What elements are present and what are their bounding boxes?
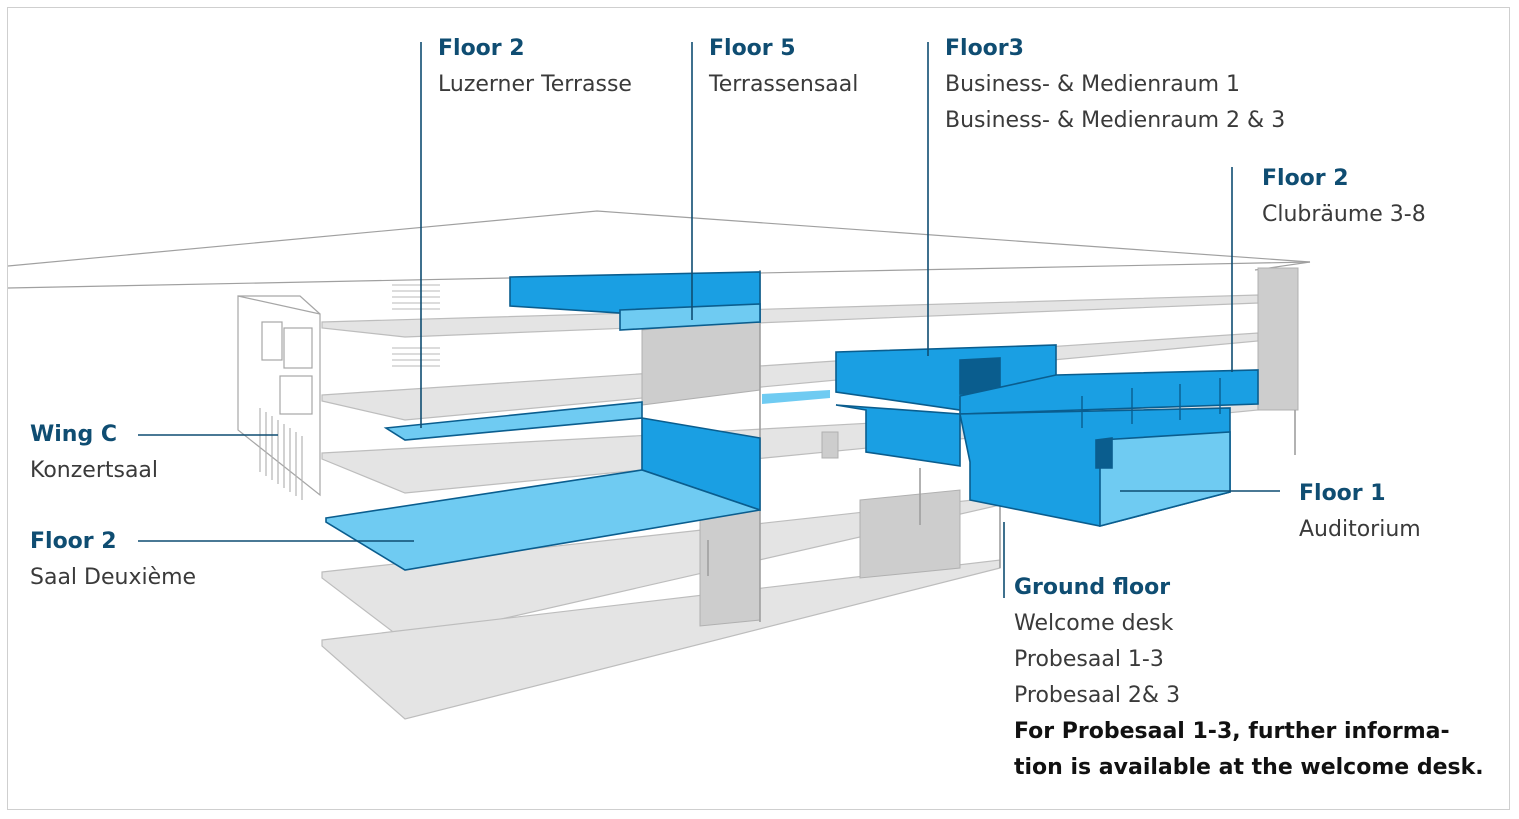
label-room: Auditorium (1299, 517, 1421, 542)
label-title: Floor3 (945, 36, 1024, 61)
label-wingc: Wing C Konzertsaal (30, 417, 158, 489)
core-walls (641, 267, 1299, 627)
label-floor2-terrasse: Floor 2 Luzerner Terrasse (438, 31, 632, 103)
highlighted-rooms (325, 271, 1259, 571)
label-room: Luzerner Terrasse (438, 72, 632, 97)
clubraeume-room (959, 369, 1259, 415)
label-room: Probesaal 1-3 (1014, 647, 1164, 672)
label-room: Business- & Medienraum 1 (945, 72, 1241, 97)
label-title: Wing C (30, 422, 118, 447)
label-floor2-club: Floor 2 Clubräume 3-8 (1262, 161, 1426, 233)
label-title: Floor 2 (438, 36, 525, 61)
label-floor2-saal: Floor 2 Saal Deuxième (30, 524, 196, 596)
label-room: Terrassensaal (709, 72, 859, 97)
label-title: Floor 5 (709, 36, 796, 61)
room-dividers (1081, 378, 1221, 428)
label-floor5: Floor 5 Terrassensaal (709, 31, 858, 103)
label-title: Floor 2 (30, 529, 117, 554)
label-room: Clubräume 3-8 (1262, 202, 1426, 227)
label-floor3: Floor3 Business- & Medienraum 1 Business… (945, 31, 1285, 139)
label-room: Probesaal 2& 3 (1014, 683, 1181, 708)
leader-lines (138, 42, 1280, 598)
label-ground: Ground floor Welcome desk Probesaal 1-3 … (1014, 570, 1484, 786)
label-title: Floor 2 (1262, 166, 1349, 191)
label-room: Welcome desk (1014, 611, 1174, 636)
luzerner-terrasse-slab (383, 401, 643, 441)
label-title: Ground floor (1014, 575, 1171, 600)
wing-c-facade (237, 295, 321, 500)
label-room: Business- & Medienraum 2 & 3 (945, 108, 1286, 133)
label-floor1: Floor 1 Auditorium (1299, 476, 1421, 548)
label-note: tion is available at the welcome desk. (1014, 755, 1484, 780)
label-room: Konzertsaal (30, 458, 159, 483)
upper-window-louvers (392, 284, 440, 367)
label-room: Saal Deuxième (30, 565, 197, 590)
diagram-frame (7, 7, 1510, 810)
label-note: For Probesaal 1-3, further informa- (1014, 719, 1450, 744)
label-title: Floor 1 (1299, 481, 1386, 506)
